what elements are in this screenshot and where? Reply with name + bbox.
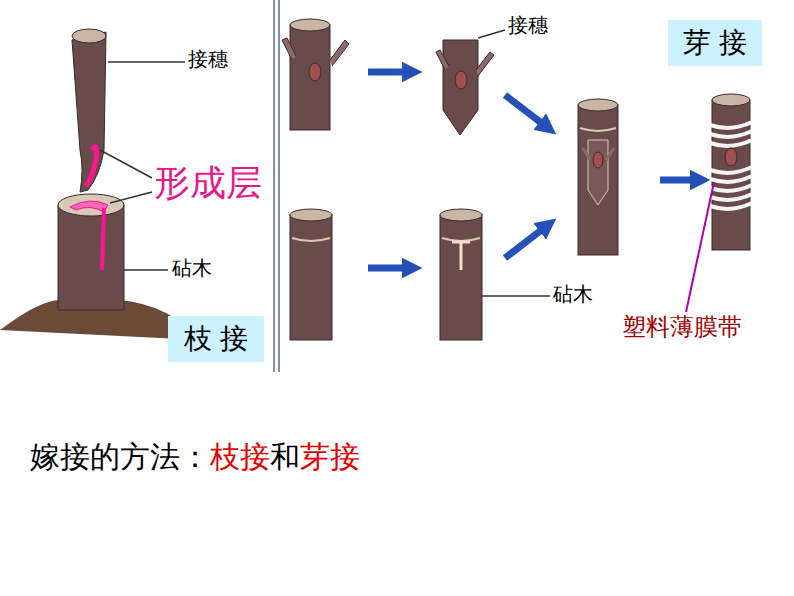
part-name: 砧木 <box>172 257 212 280</box>
method-label-box: 芽 接 <box>668 20 762 66</box>
part-name: 接穗 <box>188 48 228 71</box>
part-name: 砧木 <box>553 283 593 306</box>
caption-text: 和 <box>270 440 300 475</box>
caption-text: 芽接 <box>300 440 360 475</box>
caption-text: 嫁接的方法： <box>30 440 210 475</box>
part-name: 形成层 <box>154 162 262 203</box>
part-name: 接穗 <box>508 14 548 37</box>
method-label-box: 枝 接 <box>168 316 264 362</box>
caption-text: 枝接 <box>210 440 270 475</box>
method-label: 芽 接 <box>683 24 748 62</box>
method-label: 枝 接 <box>184 320 249 358</box>
part-name: 塑料薄膜带 <box>622 314 742 342</box>
